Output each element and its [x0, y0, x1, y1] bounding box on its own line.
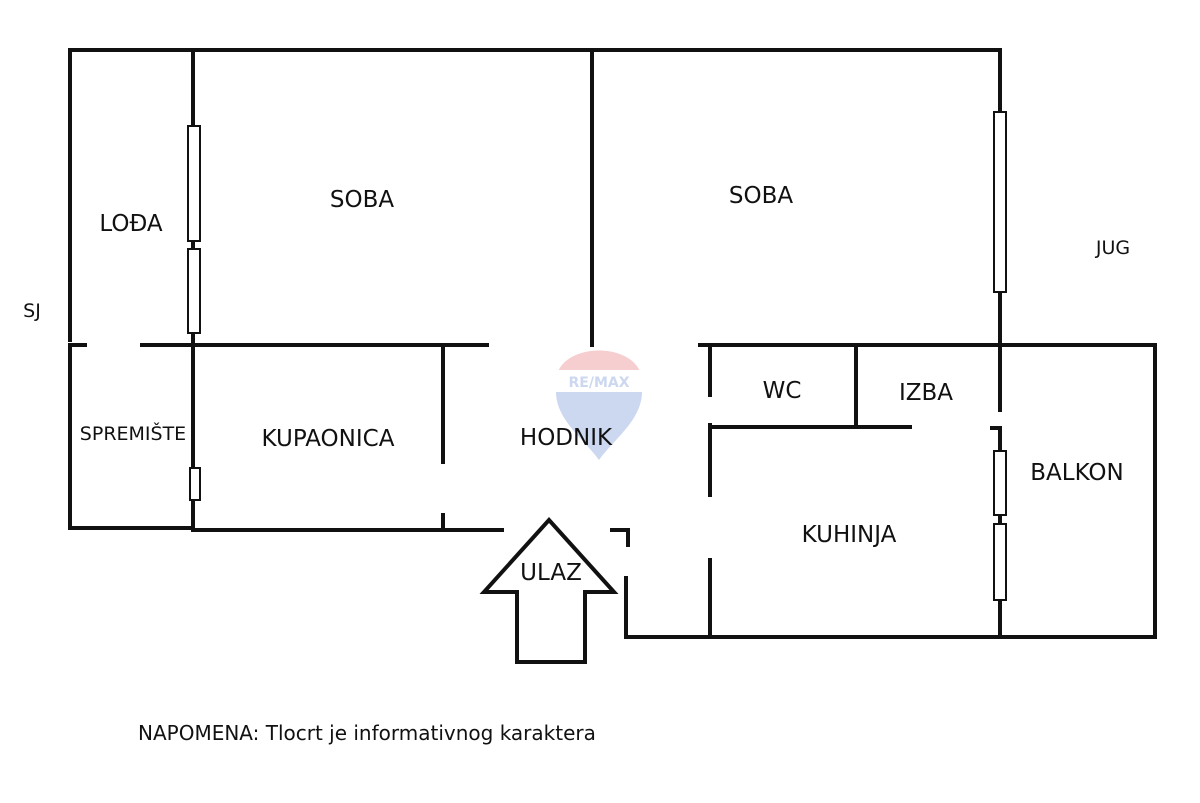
room-label-balkon: BALKON	[1030, 460, 1123, 486]
window	[993, 111, 1007, 293]
room-label-kupaonica: KUPAONICA	[262, 426, 395, 452]
window	[187, 248, 201, 334]
room-label-wc: WC	[763, 378, 802, 404]
compass-west-label: SJ	[23, 300, 41, 322]
window	[993, 450, 1007, 516]
remax-logo-text: RE/MAX	[568, 375, 629, 391]
entrance-arrow	[479, 517, 619, 664]
window	[189, 467, 201, 501]
window	[993, 523, 1007, 601]
window	[187, 125, 201, 242]
entrance-label: ULAZ	[520, 560, 582, 586]
balloon-band	[556, 370, 642, 392]
walls	[68, 48, 1157, 639]
balloon-top	[556, 350, 642, 382]
room-label-loda: LOĐA	[99, 211, 163, 237]
compass-south-label: JUG	[1095, 237, 1130, 259]
room-label-spremiste: SPREMIŠTE	[80, 421, 186, 445]
room-label-kuhinja: KUHINJA	[802, 522, 897, 548]
room-label-hodnik: HODNIK	[520, 425, 613, 451]
windows	[187, 111, 1007, 601]
room-label-soba-left: SOBA	[330, 187, 394, 213]
room-label-soba-right: SOBA	[729, 183, 793, 209]
balloon-bottom	[556, 392, 642, 460]
plan-note: NAPOMENA: Tlocrt je informativnog karakt…	[138, 721, 596, 745]
room-label-izba: IZBA	[899, 380, 953, 406]
remax-watermark: RE/MAX	[556, 350, 642, 460]
